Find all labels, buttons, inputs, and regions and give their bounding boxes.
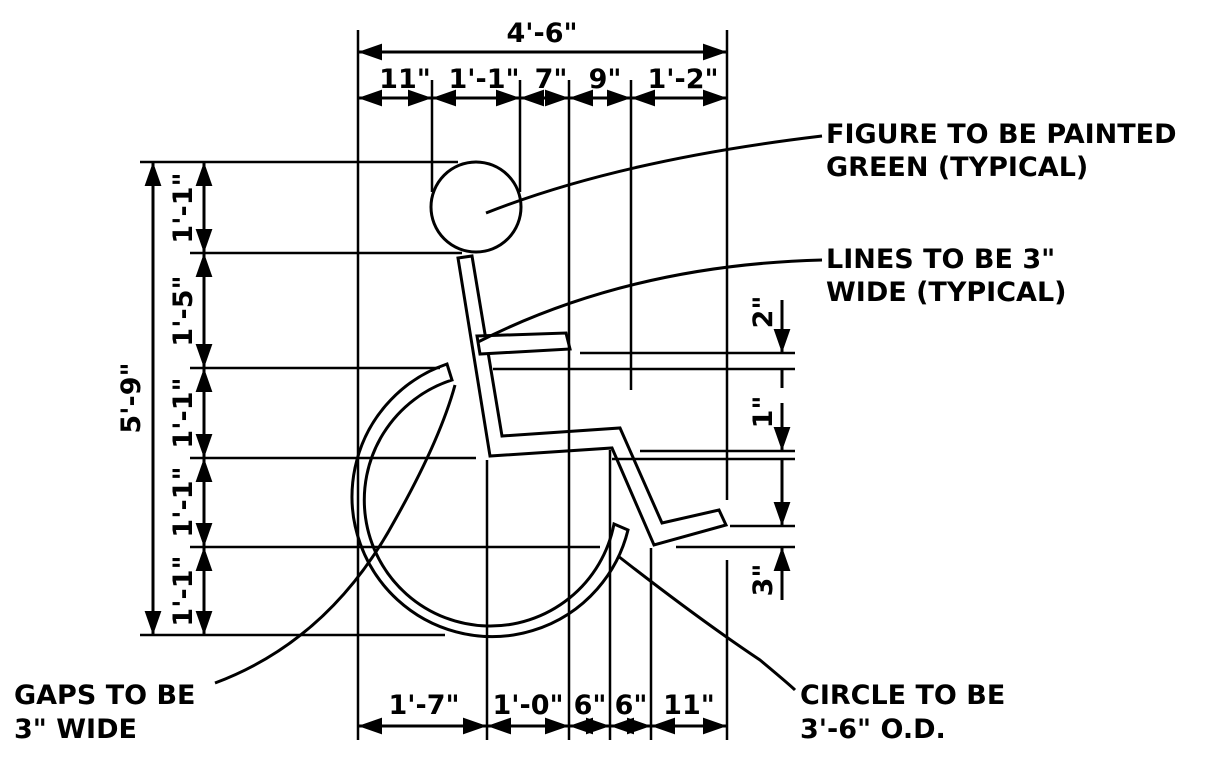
left-seg-3-label: 1'-1" (168, 377, 199, 448)
bottom-dimension-labels: 1'-7" 1'-0" 6" 6" 11" (388, 690, 714, 721)
note-figure-line1: FIGURE TO BE PAINTED (826, 119, 1177, 150)
body-path (456, 254, 729, 547)
note-circle-line1: CIRCLE TO BE (800, 680, 1005, 711)
left-overall-label: 5'-9" (116, 362, 147, 433)
bottom-seg-2-label: 1'-0" (492, 690, 563, 721)
right-seg-1-label: 2" (748, 296, 779, 329)
right-seg-3-label: 3" (748, 564, 779, 597)
head-circle (429, 160, 523, 254)
top-overall-label: 4'-6" (506, 18, 577, 49)
top-seg-1-label: 11" (379, 64, 431, 95)
bottom-seg-5-label: 11" (663, 690, 715, 721)
top-seg-2-label: 1'-1" (448, 64, 519, 95)
left-seg-2-label: 1'-5" (168, 275, 199, 346)
note-circle-line2: 3'-6" O.D. (800, 714, 946, 745)
left-seg-1-label: 1'-1" (168, 172, 199, 243)
wheelchair-figure (350, 160, 729, 639)
leader-lines-width (477, 258, 823, 344)
top-dimension-labels: 4'-6" 11" 1'-1" 7" 9" 1'-2" (379, 18, 718, 95)
top-seg-4-label: 9" (589, 64, 622, 95)
leader-lines (214, 134, 823, 692)
note-figure-line2: GREEN (TYPICAL) (826, 152, 1088, 183)
bottom-seg-1-label: 1'-7" (388, 690, 459, 721)
leader-circle (617, 554, 797, 692)
left-dimension-labels: 5'-9" 1'-1" 1'-5" 1'-1" 1'-1" 1'-1" (116, 172, 199, 626)
note-gaps-line1: GAPS TO BE (14, 680, 196, 711)
wheel-ring (350, 362, 630, 639)
note-lines-line2: WIDE (TYPICAL) (826, 277, 1066, 308)
notes: FIGURE TO BE PAINTED GREEN (TYPICAL) LIN… (14, 119, 1177, 745)
leader-figure (485, 134, 823, 215)
note-lines-line1: LINES TO BE 3" (826, 244, 1055, 275)
left-seg-4-label: 1'-1" (168, 466, 199, 537)
left-seg-5-label: 1'-1" (168, 555, 199, 626)
top-seg-5-label: 1'-2" (647, 64, 718, 95)
note-gaps-line2: 3" WIDE (14, 714, 137, 745)
right-dimension-labels: 2" 1" 3" (748, 296, 779, 597)
leader-gaps (214, 384, 457, 685)
top-seg-3-label: 7" (535, 64, 568, 95)
bottom-seg-4-label: 6" (615, 690, 648, 721)
bottom-seg-3-label: 6" (574, 690, 607, 721)
dimension-lines (144, 43, 791, 735)
right-seg-2-label: 1" (748, 396, 779, 429)
